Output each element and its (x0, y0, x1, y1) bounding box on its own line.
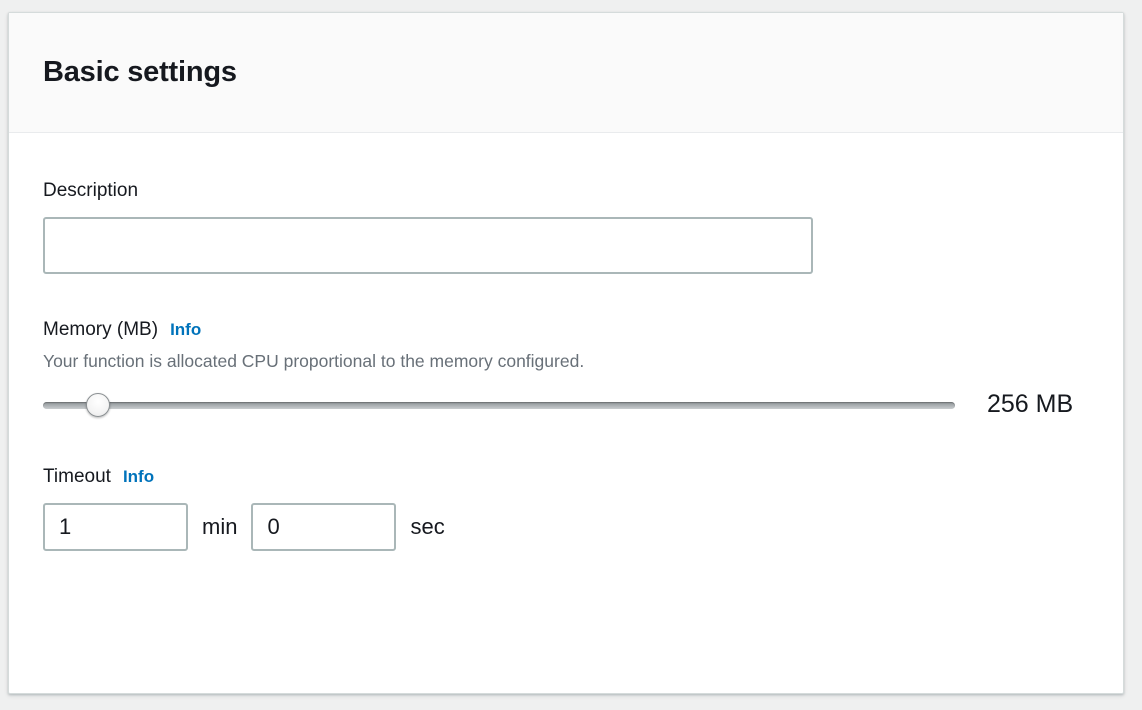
panel-body: Description Memory (MB) Info Your functi… (9, 133, 1123, 551)
timeout-info-link[interactable]: Info (122, 467, 155, 487)
timeout-minutes-input[interactable] (43, 503, 188, 551)
memory-slider-row: 256 MB (43, 390, 1089, 419)
memory-label: Memory (MB) (43, 318, 159, 340)
slider-thumb[interactable] (86, 392, 110, 417)
description-input[interactable] (43, 216, 813, 274)
timeout-label: Timeout (43, 466, 111, 488)
panel-header: Basic settings (9, 13, 1123, 133)
memory-info-link[interactable]: Info (170, 319, 202, 339)
memory-slider[interactable] (43, 392, 955, 418)
timeout-seconds-unit-label: sec (410, 514, 445, 539)
timeout-minutes-unit-label: min (202, 514, 238, 539)
memory-value-label: 256 MB (987, 390, 1074, 419)
timeout-inputs-row: min sec (43, 503, 1089, 551)
description-label: Description (43, 180, 139, 201)
timeout-field-group: Timeout Info min sec (43, 465, 1089, 551)
page-title: Basic settings (43, 55, 237, 88)
memory-hint-text: Your function is allocated CPU proportio… (43, 350, 585, 371)
timeout-seconds-input[interactable] (251, 503, 397, 551)
slider-track[interactable] (43, 401, 955, 409)
description-field-group: Description (43, 179, 1089, 274)
timeout-label-row: Timeout Info (43, 465, 1089, 489)
memory-label-row: Memory (MB) Info (43, 318, 1089, 342)
basic-settings-panel: Basic settings Description Memory (MB) I… (8, 12, 1124, 694)
memory-field-group: Memory (MB) Info Your function is alloca… (43, 318, 1089, 420)
